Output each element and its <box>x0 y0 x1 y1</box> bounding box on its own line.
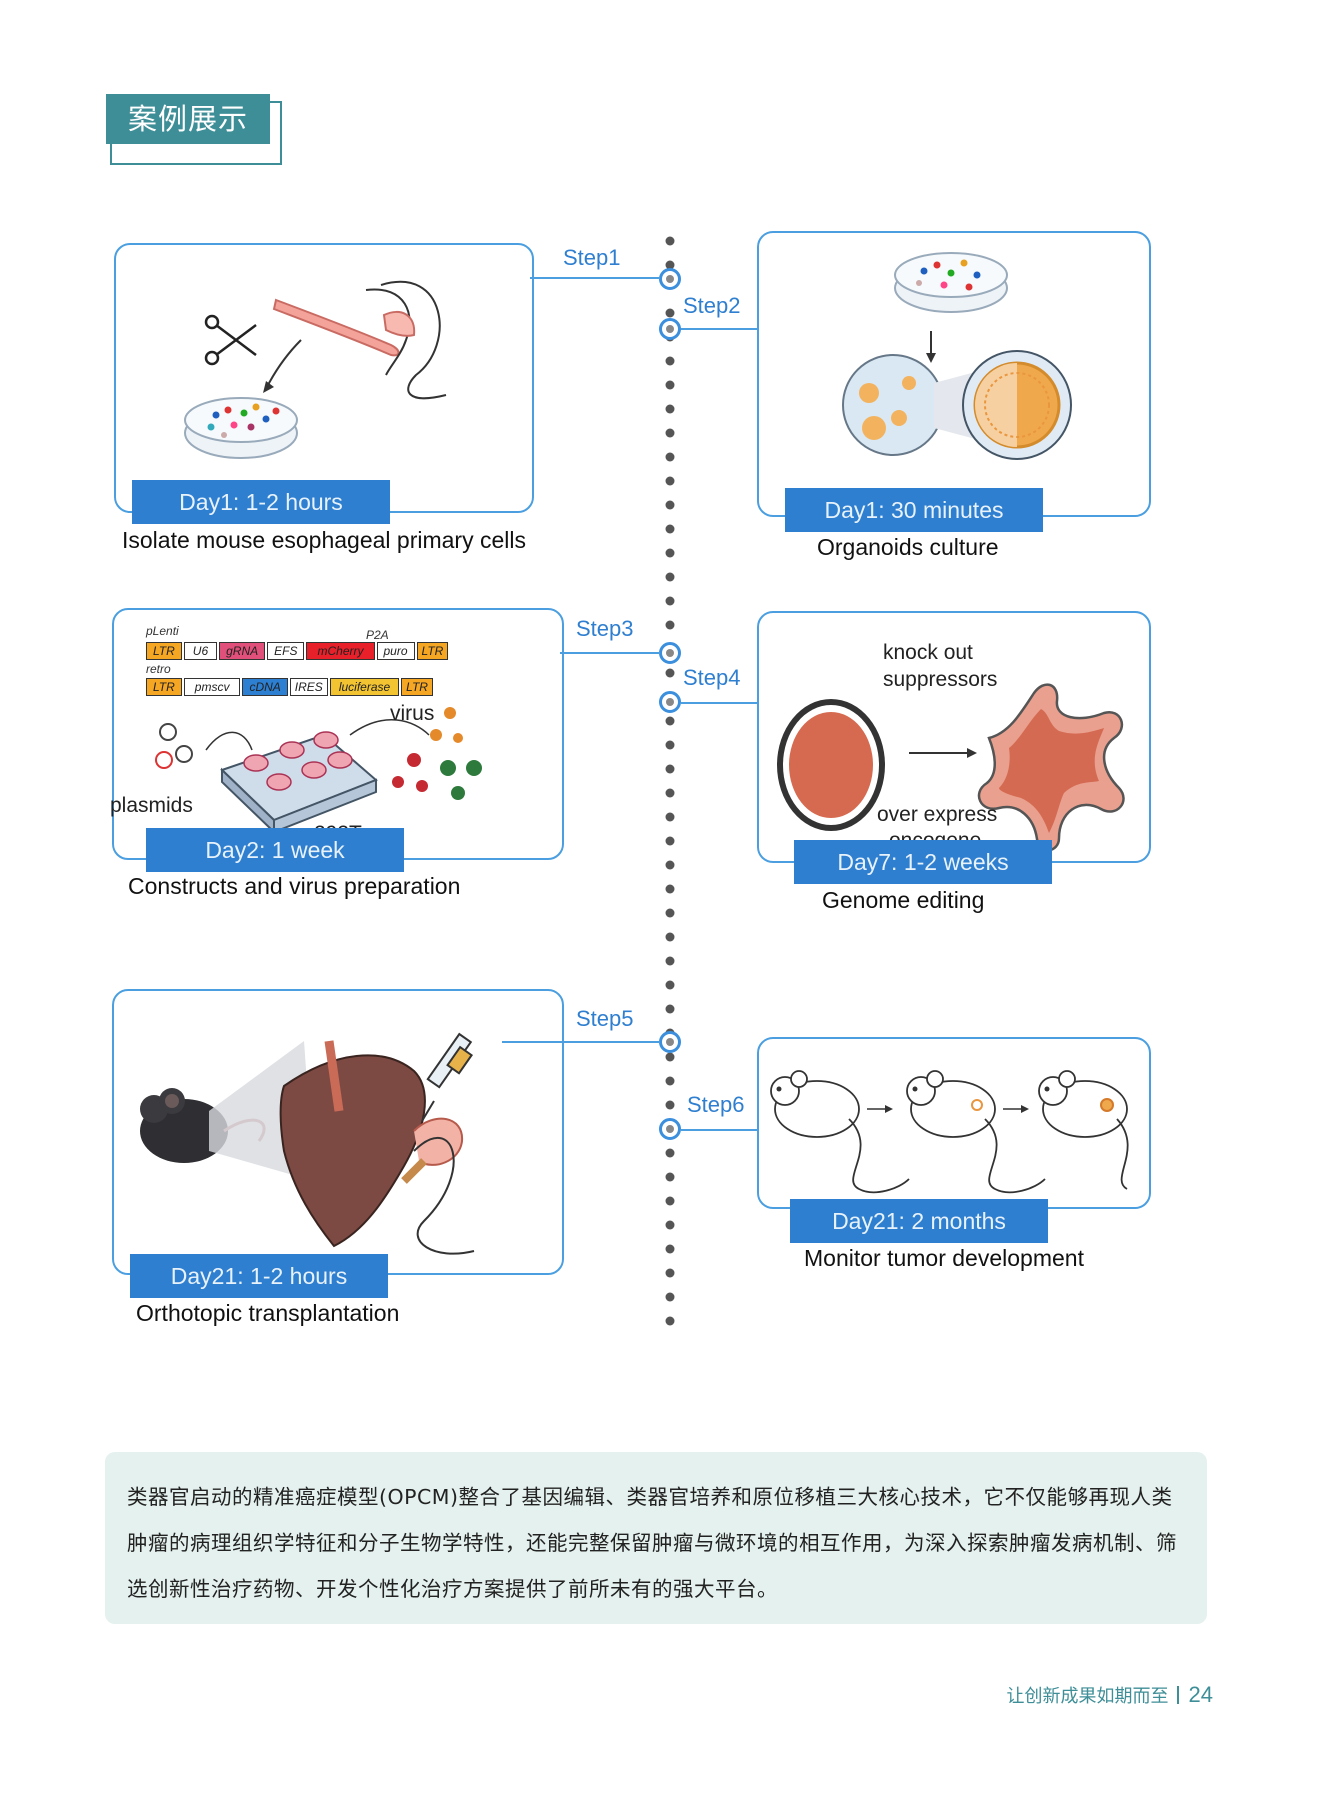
step5-caption: Orthotopic transplantation <box>136 1300 400 1326</box>
section-title: 案例展示 <box>106 94 270 144</box>
retro-ltr: LTR <box>146 678 182 696</box>
tumor-monitoring-illustration <box>770 1070 1129 1194</box>
step1-marker <box>659 268 681 290</box>
step5-day: Day21: 1-2 hours <box>130 1254 388 1298</box>
page-footer: 让创新成果如期而至 24 <box>1007 1682 1213 1708</box>
footer-slogan: 让创新成果如期而至 <box>1006 1686 1169 1707</box>
step1-connector <box>530 277 660 279</box>
step4-day: Day7: 1-2 weeks <box>794 840 1052 884</box>
p2a-label: P2A <box>366 628 389 642</box>
plenti-label: pLenti <box>146 624 179 638</box>
knock-out-label: knock out <box>883 641 973 664</box>
step2-label: Step2 <box>683 293 741 318</box>
step5-marker <box>659 1031 681 1053</box>
step2-card <box>757 231 1151 517</box>
step6-card <box>757 1037 1151 1209</box>
workflow-figure: Step1 Day1: 1-2 hours Isolate mouse esop… <box>110 225 1220 1365</box>
footer-divider <box>1176 1686 1179 1704</box>
construct-puro: puro <box>376 642 415 660</box>
step3-day: Day2: 1 week <box>146 828 404 872</box>
retro-construct: LTR pmscv cDNA IRES luciferase LTR <box>146 678 433 696</box>
step5-card <box>112 989 564 1275</box>
step4-connector <box>681 702 757 704</box>
summary-box: 类器官启动的精准癌症模型(OPCM)整合了基因编辑、类器官培养和原位移植三大核心… <box>105 1452 1207 1624</box>
esophagus-isolation-illustration <box>184 280 447 459</box>
virus-preparation-illustration <box>155 707 482 835</box>
suppressors-label: suppressors <box>883 668 998 691</box>
step6-day: Day21: 2 months <box>790 1199 1048 1243</box>
plasmids-label: plasmids <box>110 794 193 817</box>
construct-u6: U6 <box>183 642 218 660</box>
step3-marker <box>659 642 681 664</box>
step4-card: knock out suppressors over express oncog… <box>757 611 1151 863</box>
step4-marker <box>659 691 681 713</box>
timeline-spine <box>665 236 675 1326</box>
step5-connector <box>502 1041 660 1043</box>
step6-connector <box>681 1129 757 1131</box>
step3-caption: Constructs and virus preparation <box>128 873 461 899</box>
step3-connector <box>560 652 660 654</box>
scissors-icon <box>204 314 257 366</box>
retro-ltr-end: LTR <box>401 678 433 696</box>
construct-ltr: LTR <box>146 642 182 660</box>
retro-pmscv: pmscv <box>183 678 241 696</box>
retro-cdna: cDNA <box>242 678 288 696</box>
step2-day: Day1: 30 minutes <box>785 488 1043 532</box>
syringe-icon <box>421 1032 474 1122</box>
step3-card: pLenti P2A LTR U6 gRNA EFS mCherry puro … <box>110 608 564 860</box>
step6-label: Step6 <box>687 1092 745 1117</box>
page-number: 24 <box>1188 1682 1213 1707</box>
step3-label: Step3 <box>576 616 634 641</box>
virus-icon <box>392 707 482 800</box>
step2-caption: Organoids culture <box>817 534 999 560</box>
construct-ltr-end: LTR <box>416 642 449 660</box>
step2-marker <box>659 318 681 340</box>
step1-label: Step1 <box>563 245 621 270</box>
step2-connector <box>681 328 757 330</box>
retro-luciferase: luciferase <box>329 678 400 696</box>
summary-text: 类器官启动的精准癌症模型(OPCM)整合了基因编辑、类器官培养和原位移植三大核心… <box>127 1485 1177 1601</box>
retro-ires: IRES <box>289 678 328 696</box>
step6-marker <box>659 1118 681 1140</box>
organoid-culture-illustration <box>842 252 1072 460</box>
step4-caption: Genome editing <box>822 887 985 913</box>
transplantation-illustration <box>140 1032 475 1255</box>
over-express-label: over express <box>877 803 998 826</box>
step1-caption: Isolate mouse esophageal primary cells <box>122 527 526 553</box>
genome-editing-illustration <box>777 683 1125 852</box>
retro-label: retro <box>146 662 171 676</box>
step6-caption: Monitor tumor development <box>804 1245 1084 1271</box>
step4-label: Step4 <box>683 665 741 690</box>
plenti-construct: LTR U6 gRNA EFS mCherry puro LTR <box>146 642 449 660</box>
step1-day: Day1: 1-2 hours <box>132 480 390 524</box>
step5-label: Step5 <box>576 1006 634 1031</box>
step1-card <box>114 243 534 513</box>
construct-grna: gRNA <box>219 642 266 660</box>
virus-label: virus <box>390 702 435 725</box>
construct-mcherry: mCherry <box>306 642 375 660</box>
construct-efs: EFS <box>267 642 305 660</box>
